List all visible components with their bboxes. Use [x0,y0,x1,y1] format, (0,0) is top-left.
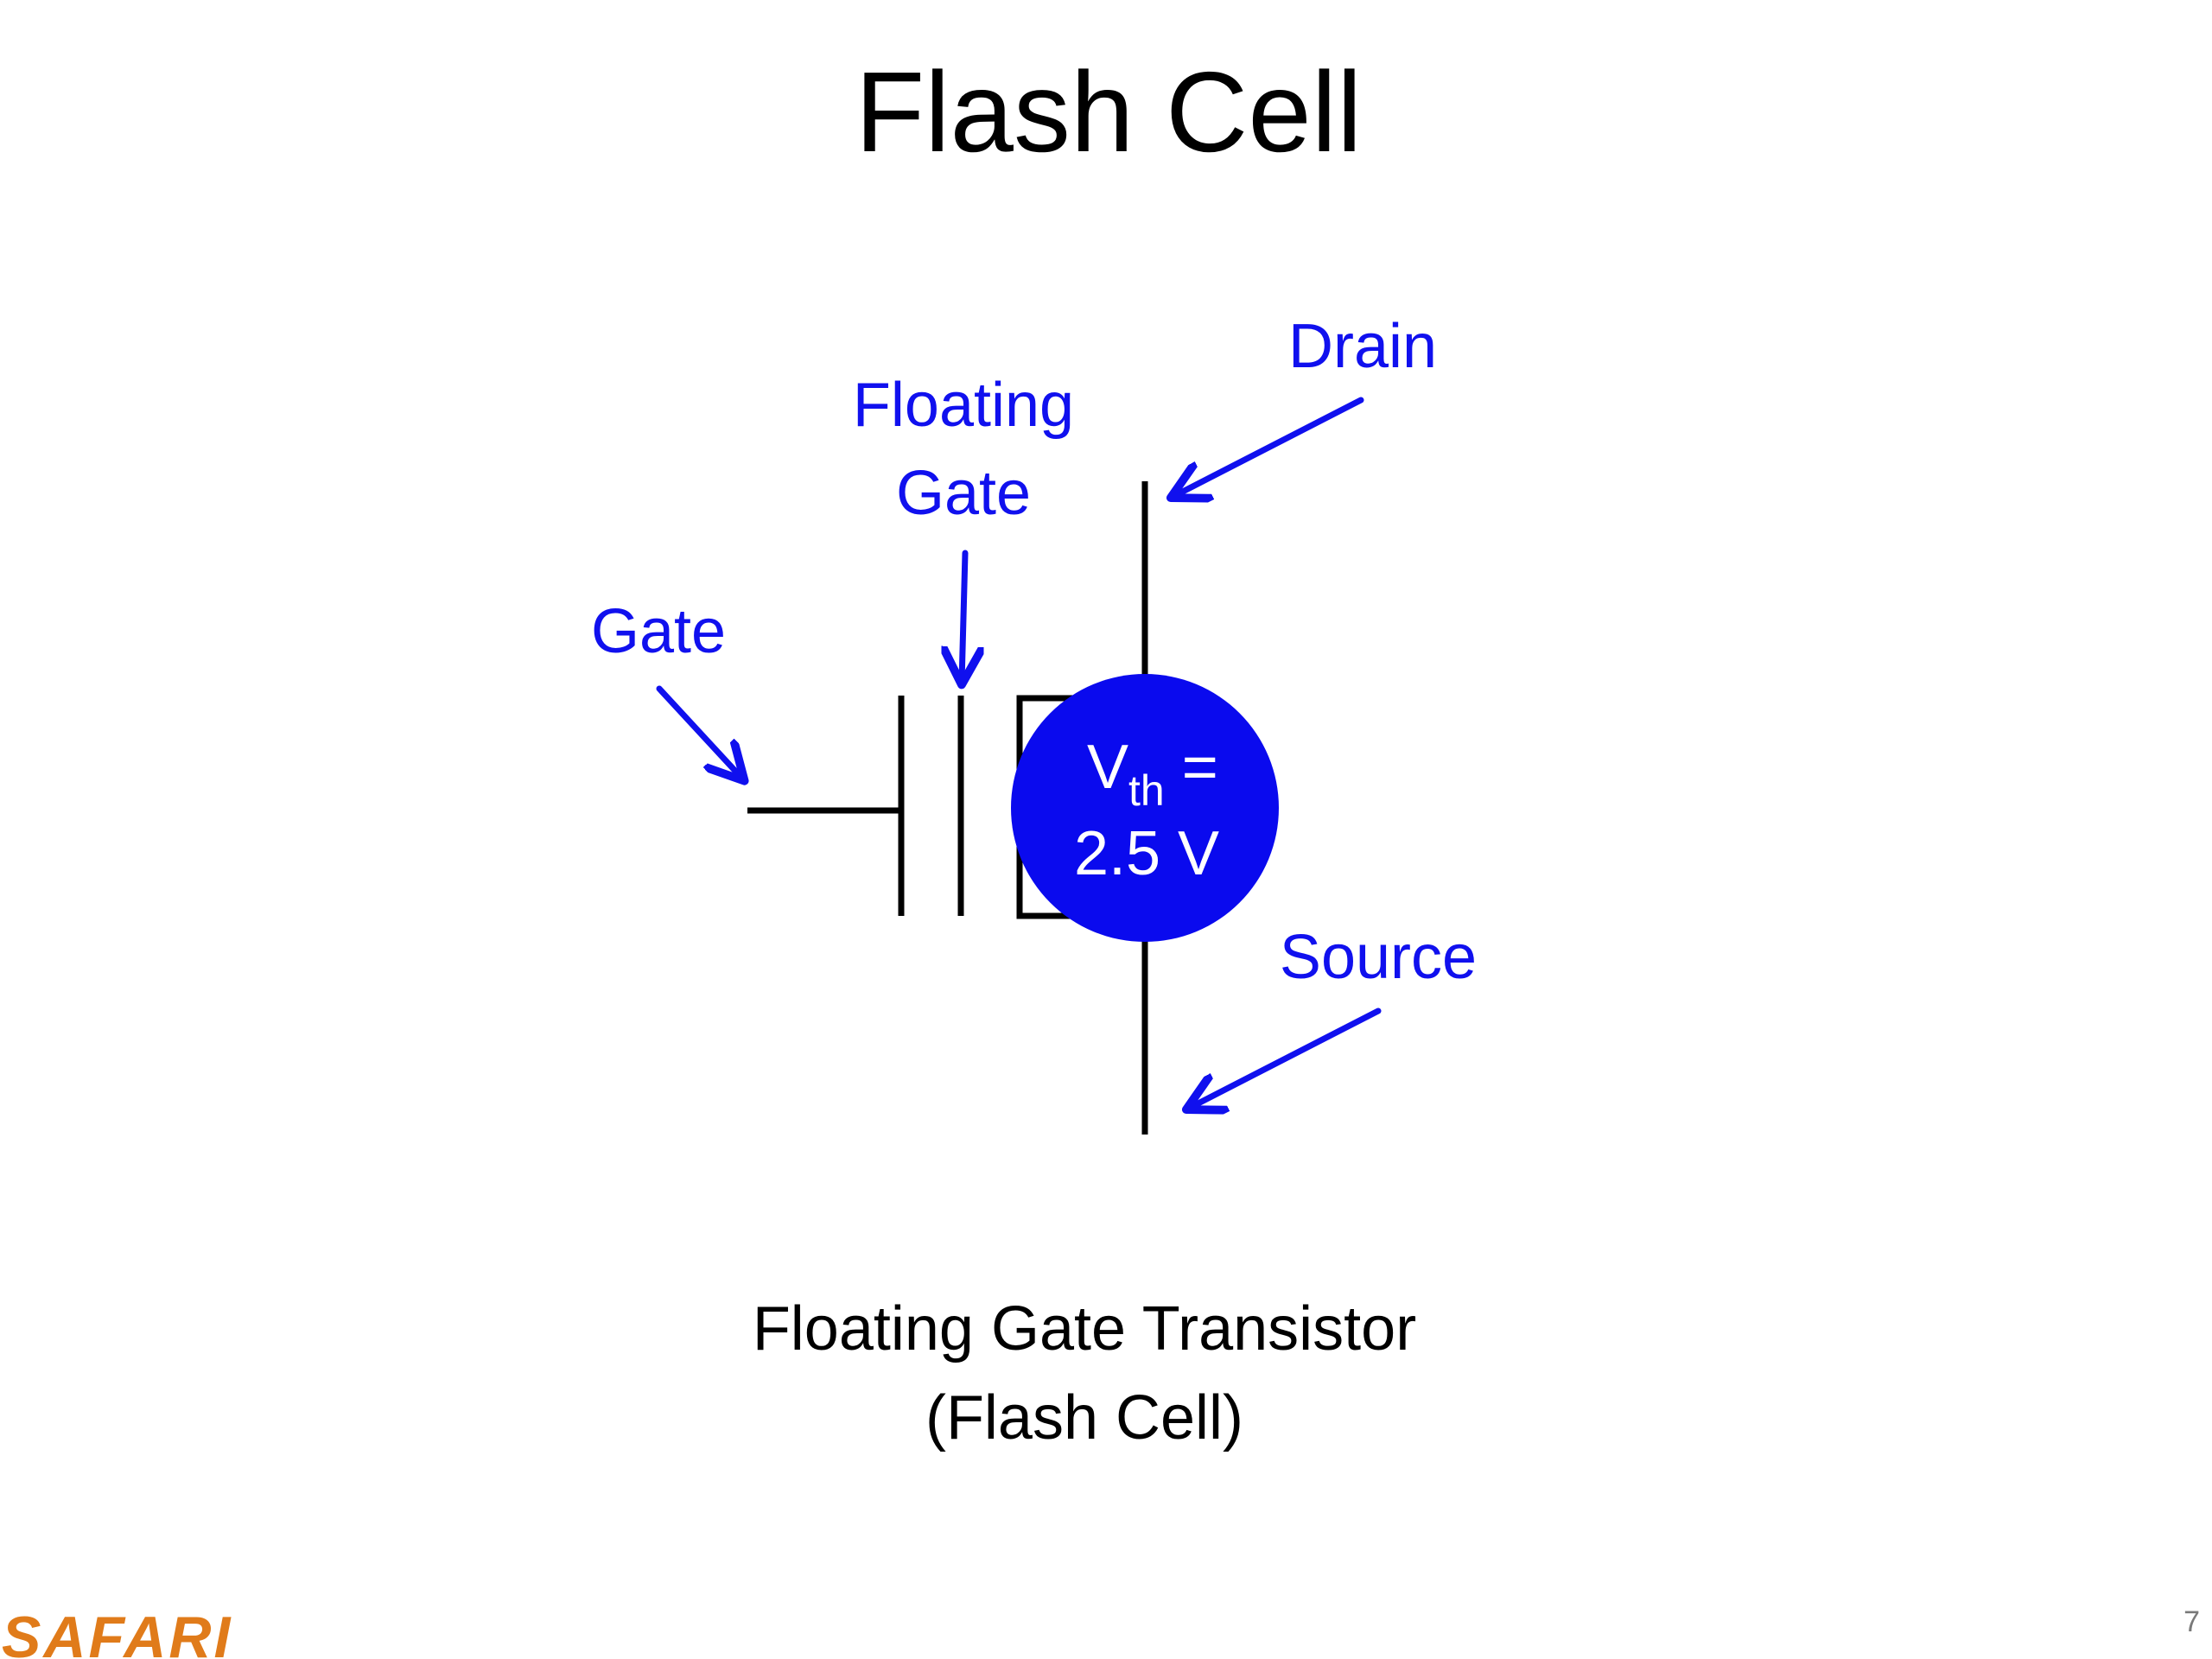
page-number: 7 [2183,1605,2200,1638]
threshold-voltage-circle [1011,674,1279,942]
source-arrow-icon [1188,1007,1382,1109]
diagram-caption-line2: (Flash Cell) [925,1383,1243,1452]
threshold-voltage-label: Vth = [1087,733,1218,815]
threshold-voltage-value: 2.5 V [1074,819,1219,888]
gate-label: Gate [591,597,726,666]
floating-gate-arrow-icon [962,550,965,683]
drain-arrow-icon [1173,397,1364,497]
gate-arrow-icon [656,685,743,779]
transistor-schematic [747,481,1148,1135]
source-label: Source [1280,923,1477,992]
drain-label: Drain [1288,312,1437,381]
slide-title: Flash Cell [855,48,1363,175]
floating-gate-label-line2: Gate [896,459,1031,528]
diagram-caption-line1: Floating Gate Transistor [753,1294,1416,1363]
safari-logo: SAFARI [2,1605,232,1659]
floating-gate-label-line1: Floating [853,371,1074,440]
label-arrows [656,397,1382,1109]
